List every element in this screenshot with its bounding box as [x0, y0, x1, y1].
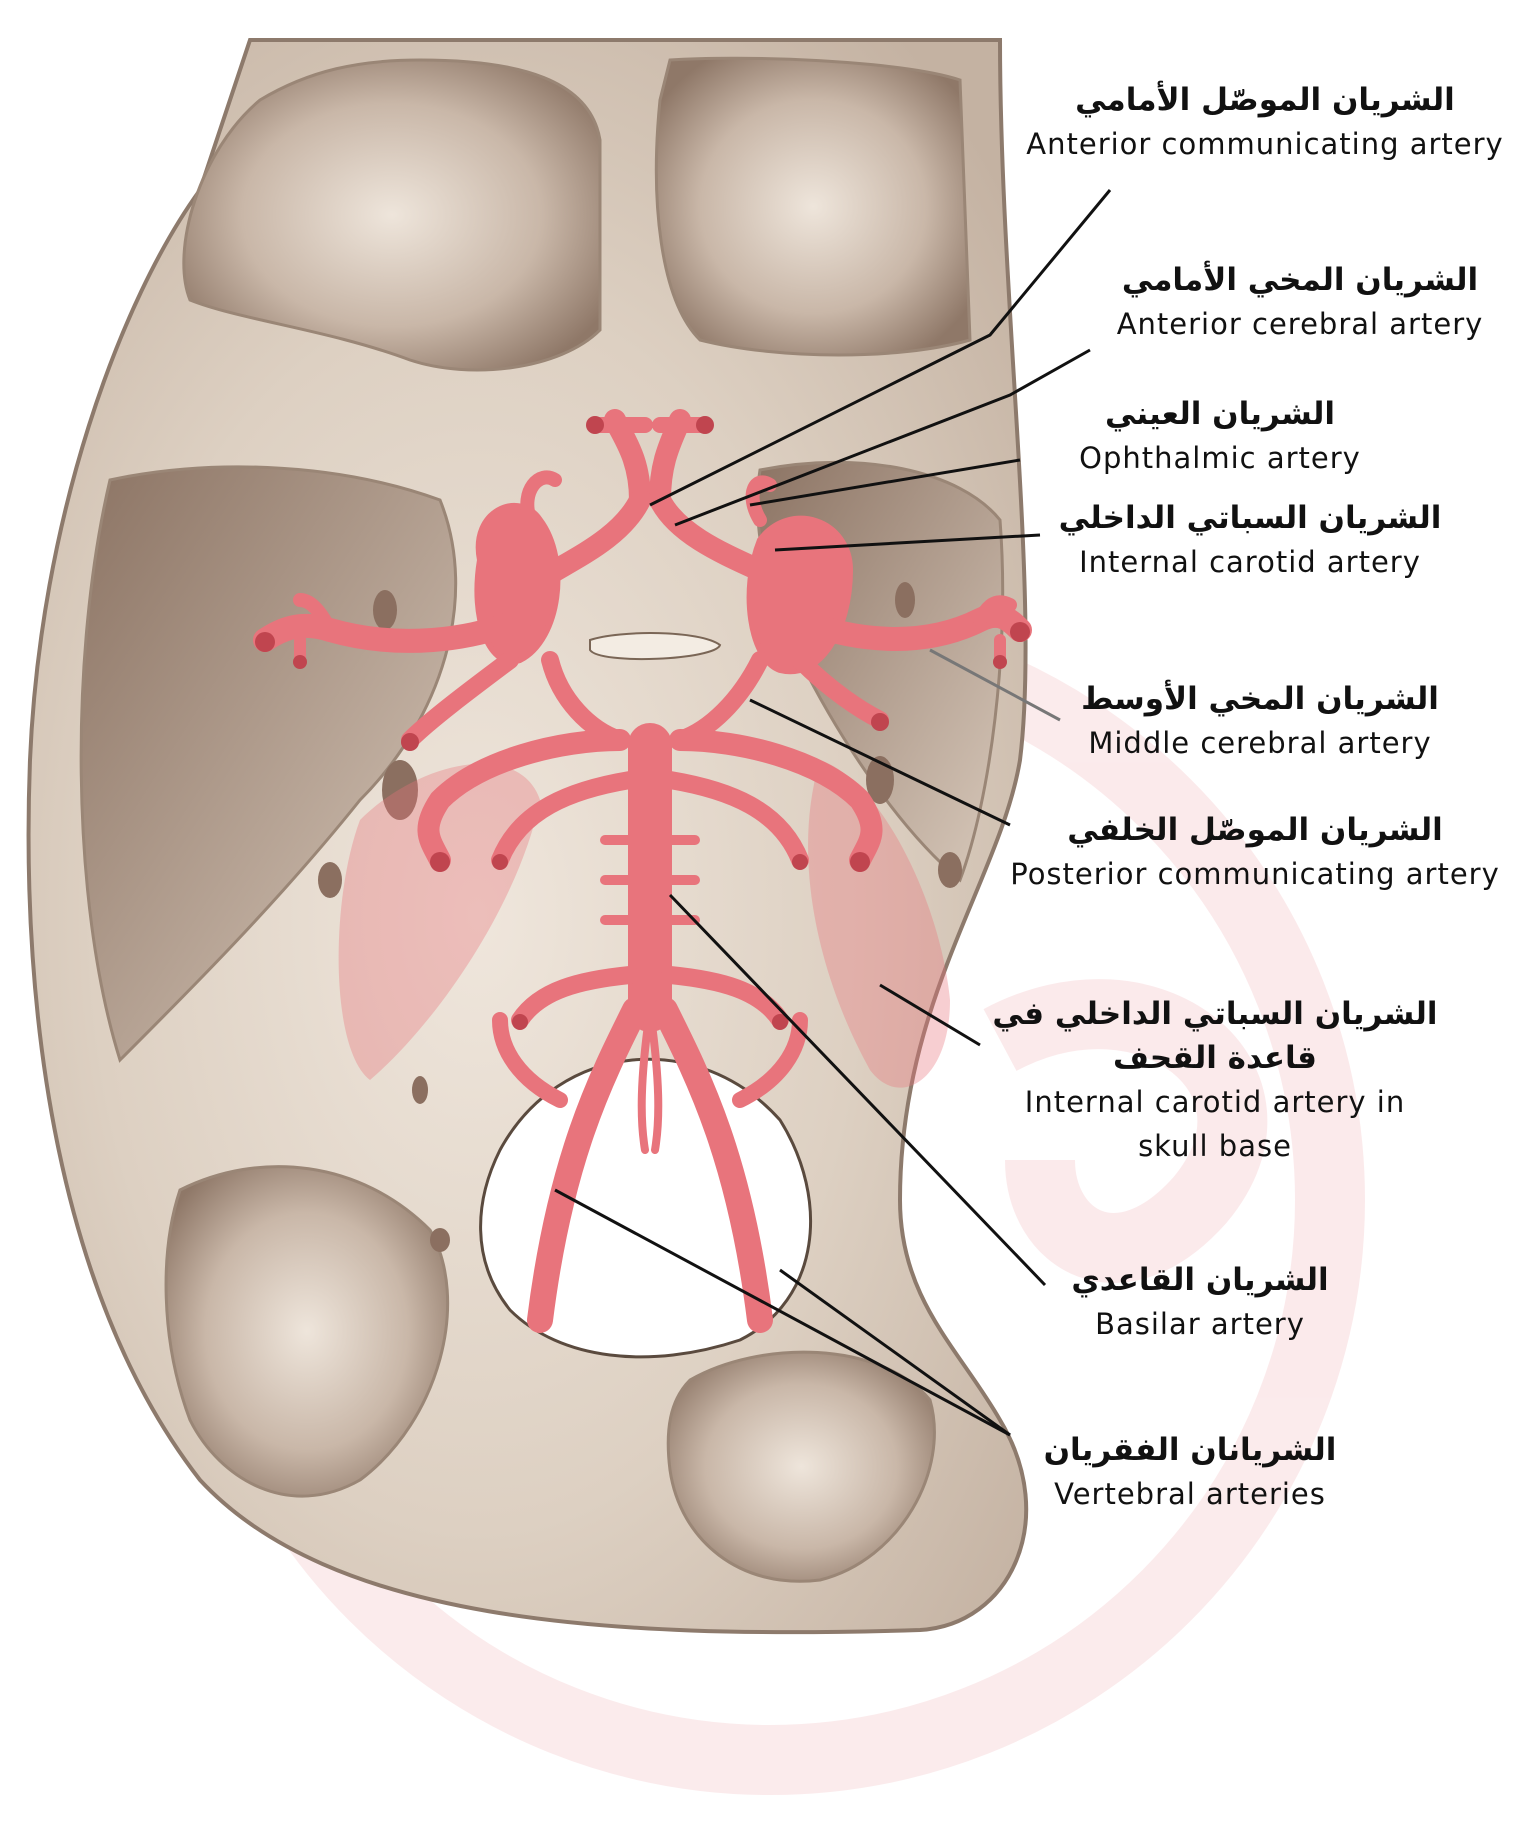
label-ar: الشريان القاعدي — [1060, 1258, 1340, 1302]
label-ar-line2: قاعدة القحف — [985, 1036, 1445, 1080]
label-en: Ophthalmic artery — [1040, 436, 1400, 480]
label-ar: الشريانان الفقريان — [1020, 1428, 1360, 1472]
label-ica-skull-base: الشريان السباتي الداخلي في قاعدة القحف I… — [985, 992, 1445, 1168]
label-posterior-communicating: الشريان الموصّل الخلفي Posterior communi… — [975, 808, 1535, 896]
label-ar-line1: الشريان السباتي الداخلي في — [985, 992, 1445, 1036]
label-ophthalmic: الشريان العيني Ophthalmic artery — [1040, 392, 1400, 480]
label-internal-carotid: الشريان السباتي الداخلي Internal carotid… — [1050, 496, 1450, 584]
label-en-line1: Internal carotid artery in — [985, 1080, 1445, 1124]
label-anterior-communicating: الشريان الموصّل الأمامي Anterior communi… — [995, 78, 1535, 166]
label-ar: الشريان العيني — [1040, 392, 1400, 436]
label-en-line2: skull base — [985, 1124, 1445, 1168]
label-en: Middle cerebral artery — [1060, 721, 1460, 765]
label-ar: الشريان المخي الأمامي — [1090, 258, 1510, 302]
label-en: Internal carotid artery — [1050, 540, 1450, 584]
label-en: Anterior communicating artery — [995, 122, 1535, 166]
label-ar: الشريان المخي الأوسط — [1060, 677, 1460, 721]
label-en: Basilar artery — [1060, 1302, 1340, 1346]
label-en: Anterior cerebral artery — [1090, 302, 1510, 346]
label-middle-cerebral: الشريان المخي الأوسط Middle cerebral art… — [1060, 677, 1460, 765]
label-ar: الشريان السباتي الداخلي — [1050, 496, 1450, 540]
label-anterior-cerebral: الشريان المخي الأمامي Anterior cerebral … — [1090, 258, 1510, 346]
label-en: Posterior communicating artery — [975, 852, 1535, 896]
label-ar: الشريان الموصّل الأمامي — [995, 78, 1535, 122]
label-ar: الشريان الموصّل الخلفي — [975, 808, 1535, 852]
label-en: Vertebral arteries — [1020, 1472, 1360, 1516]
label-vertebral: الشريانان الفقريان Vertebral arteries — [1020, 1428, 1360, 1516]
label-basilar: الشريان القاعدي Basilar artery — [1060, 1258, 1340, 1346]
